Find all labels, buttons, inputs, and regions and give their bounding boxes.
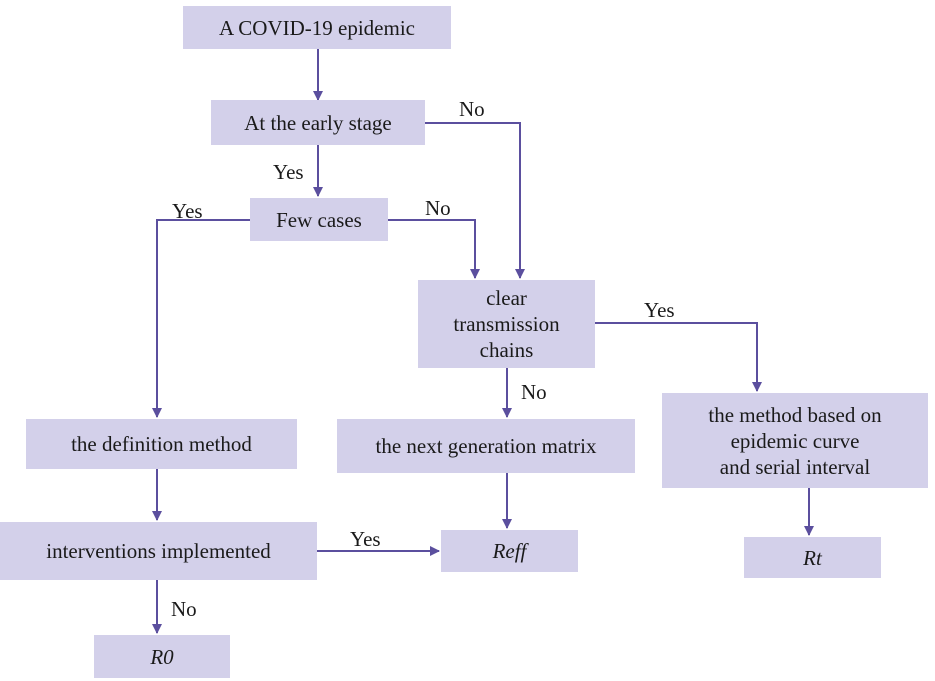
arrow-early-no	[425, 122, 525, 279]
label-early-yes: Yes	[273, 160, 304, 184]
node-interventions-implemented: interventions implemented	[0, 522, 317, 580]
label-clear-yes: Yes	[644, 298, 675, 322]
node-epidemic-curve-method: the method based on epidemic curve and s…	[662, 393, 928, 488]
arrow-few-yes	[152, 219, 250, 418]
label-few-yes: Yes	[172, 199, 203, 223]
label-interv-yes: Yes	[350, 527, 381, 551]
label-interv-no: No	[171, 597, 197, 621]
node-covid-epidemic: A COVID-19 epidemic	[183, 6, 451, 49]
node-clear-transmission-chains: clear transmission chains	[418, 280, 595, 368]
node-definition-method: the definition method	[26, 419, 297, 469]
arrow-few-no	[388, 219, 480, 279]
node-next-generation-matrix: the next generation matrix	[337, 419, 635, 473]
node-few-cases: Few cases	[250, 198, 388, 241]
node-r0: R0	[94, 635, 230, 678]
label-few-no: No	[425, 196, 451, 220]
node-early-stage: At the early stage	[211, 100, 425, 145]
arrow-clear-yes	[595, 322, 762, 392]
label-early-no: No	[459, 97, 485, 121]
label-clear-no: No	[521, 380, 547, 404]
node-rt: Rt	[744, 537, 881, 578]
node-reff: Reff	[441, 530, 578, 572]
